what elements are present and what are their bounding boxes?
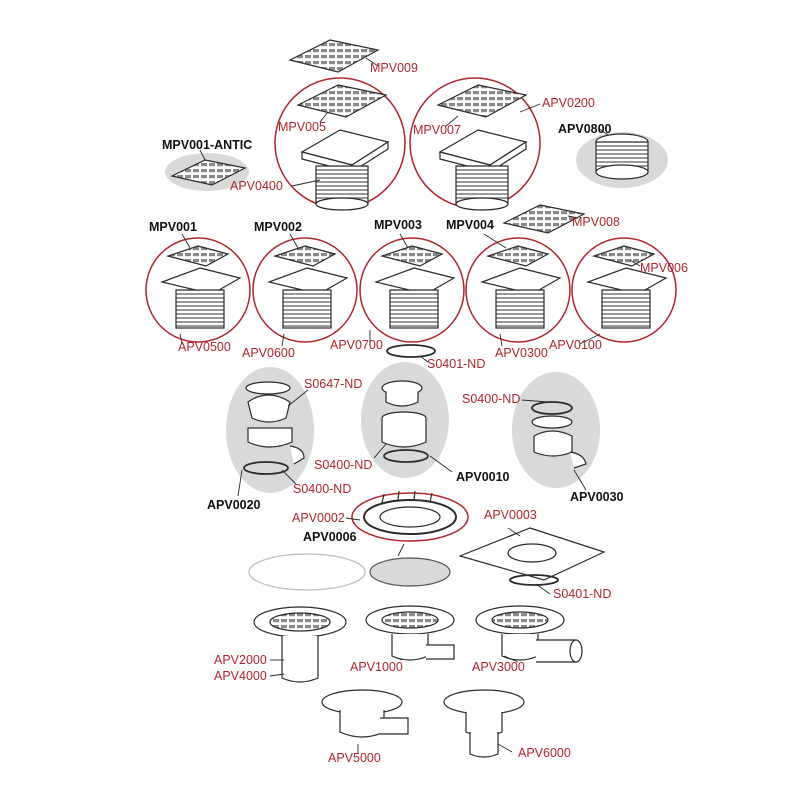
label-apv0020: APV0020 (207, 498, 261, 512)
flange-apv0002 (363, 490, 457, 535)
body-apv1000 (365, 605, 455, 661)
label-mpv008: MPV008 (572, 215, 620, 229)
label-mpv003: MPV003 (374, 218, 422, 232)
housing-apv0500 (159, 245, 242, 329)
label-apv5000: APV5000 (328, 751, 381, 765)
label-apv0300: APV0300 (495, 346, 548, 360)
label-apv1000: APV1000 (350, 660, 403, 674)
label-apv0700: APV0700 (330, 338, 383, 352)
label-s0400-nd-right: S0400-ND (462, 392, 521, 406)
circle-apv0500 (145, 237, 251, 343)
housing-apv0100 (585, 245, 668, 329)
label-apv0200: APV0200 (542, 96, 595, 110)
label-mpv002: MPV002 (254, 220, 302, 234)
label-mpv004: MPV004 (446, 218, 494, 232)
label-apv0010: APV0010 (456, 470, 510, 484)
housing-apv0700 (373, 245, 456, 329)
label-mpv006: MPV006 (640, 261, 688, 275)
body-apv3000 (475, 605, 583, 663)
body-apv2000 (253, 606, 347, 683)
membrane-apv0003 (458, 527, 606, 586)
label-mpv009: MPV009 (370, 61, 418, 75)
label-mpv001-antic: MPV001-ANTIC (162, 138, 253, 152)
label-apv0100: APV0100 (549, 338, 602, 352)
label-apv6000: APV6000 (518, 746, 571, 760)
body-apv6000 (443, 689, 525, 758)
label-mpv005: MPV005 (278, 120, 326, 134)
grate-mpv009 (288, 39, 380, 73)
label-s0647-nd: S0647-ND (304, 377, 363, 391)
housing-apv0300 (479, 245, 562, 329)
label-apv0800: APV0800 (558, 122, 612, 136)
label-apv0400: APV0400 (230, 179, 283, 193)
circle-apv0600 (252, 237, 358, 343)
oring-s0401-top (386, 344, 436, 358)
label-s0400-nd-left: S0400-ND (293, 482, 352, 496)
label-mpv007: MPV007 (413, 123, 461, 137)
label-mpv001: MPV001 (149, 220, 197, 234)
label-s0400-nd-mid: S0400-ND (314, 458, 373, 472)
grate-mpv001-antic (170, 159, 247, 186)
disc-apv0006 (369, 557, 451, 587)
grate-mpv007 (436, 84, 528, 118)
label-apv2000: APV2000 (214, 653, 267, 667)
label-apv3000: APV3000 (472, 660, 525, 674)
trap-apv0030 (531, 401, 587, 469)
label-apv0600: APV0600 (242, 346, 295, 360)
ring-apv0002 (351, 492, 469, 542)
housing-apv0600 (266, 245, 349, 329)
highlight-apv0030 (512, 372, 600, 488)
label-apv0500: APV0500 (178, 340, 231, 354)
label-apv0002: APV0002 (292, 511, 345, 525)
leader-lines (179, 57, 641, 754)
label-apv0006: APV0006 (303, 530, 357, 544)
circle-apv0700 (359, 237, 465, 343)
label-s0401-nd-bottom: S0401-ND (553, 587, 612, 601)
grate-mpv005 (296, 84, 388, 118)
circle-apv0100 (571, 237, 677, 343)
label-s0401-nd-top: S0401-ND (427, 357, 486, 371)
trap-apv0020 (243, 381, 305, 475)
grate-mpv008 (502, 204, 586, 234)
disc-left (248, 553, 366, 591)
body-apv5000 (321, 689, 409, 738)
circle-apv0300 (465, 237, 571, 343)
ring-apv0800 (595, 133, 649, 180)
label-apv0030: APV0030 (570, 490, 624, 504)
housing-apv0400 (300, 129, 390, 211)
label-apv4000: APV4000 (214, 669, 267, 683)
trap-apv0010 (381, 380, 429, 463)
housing-apv0200 (438, 129, 528, 211)
label-apv0003: APV0003 (484, 508, 537, 522)
